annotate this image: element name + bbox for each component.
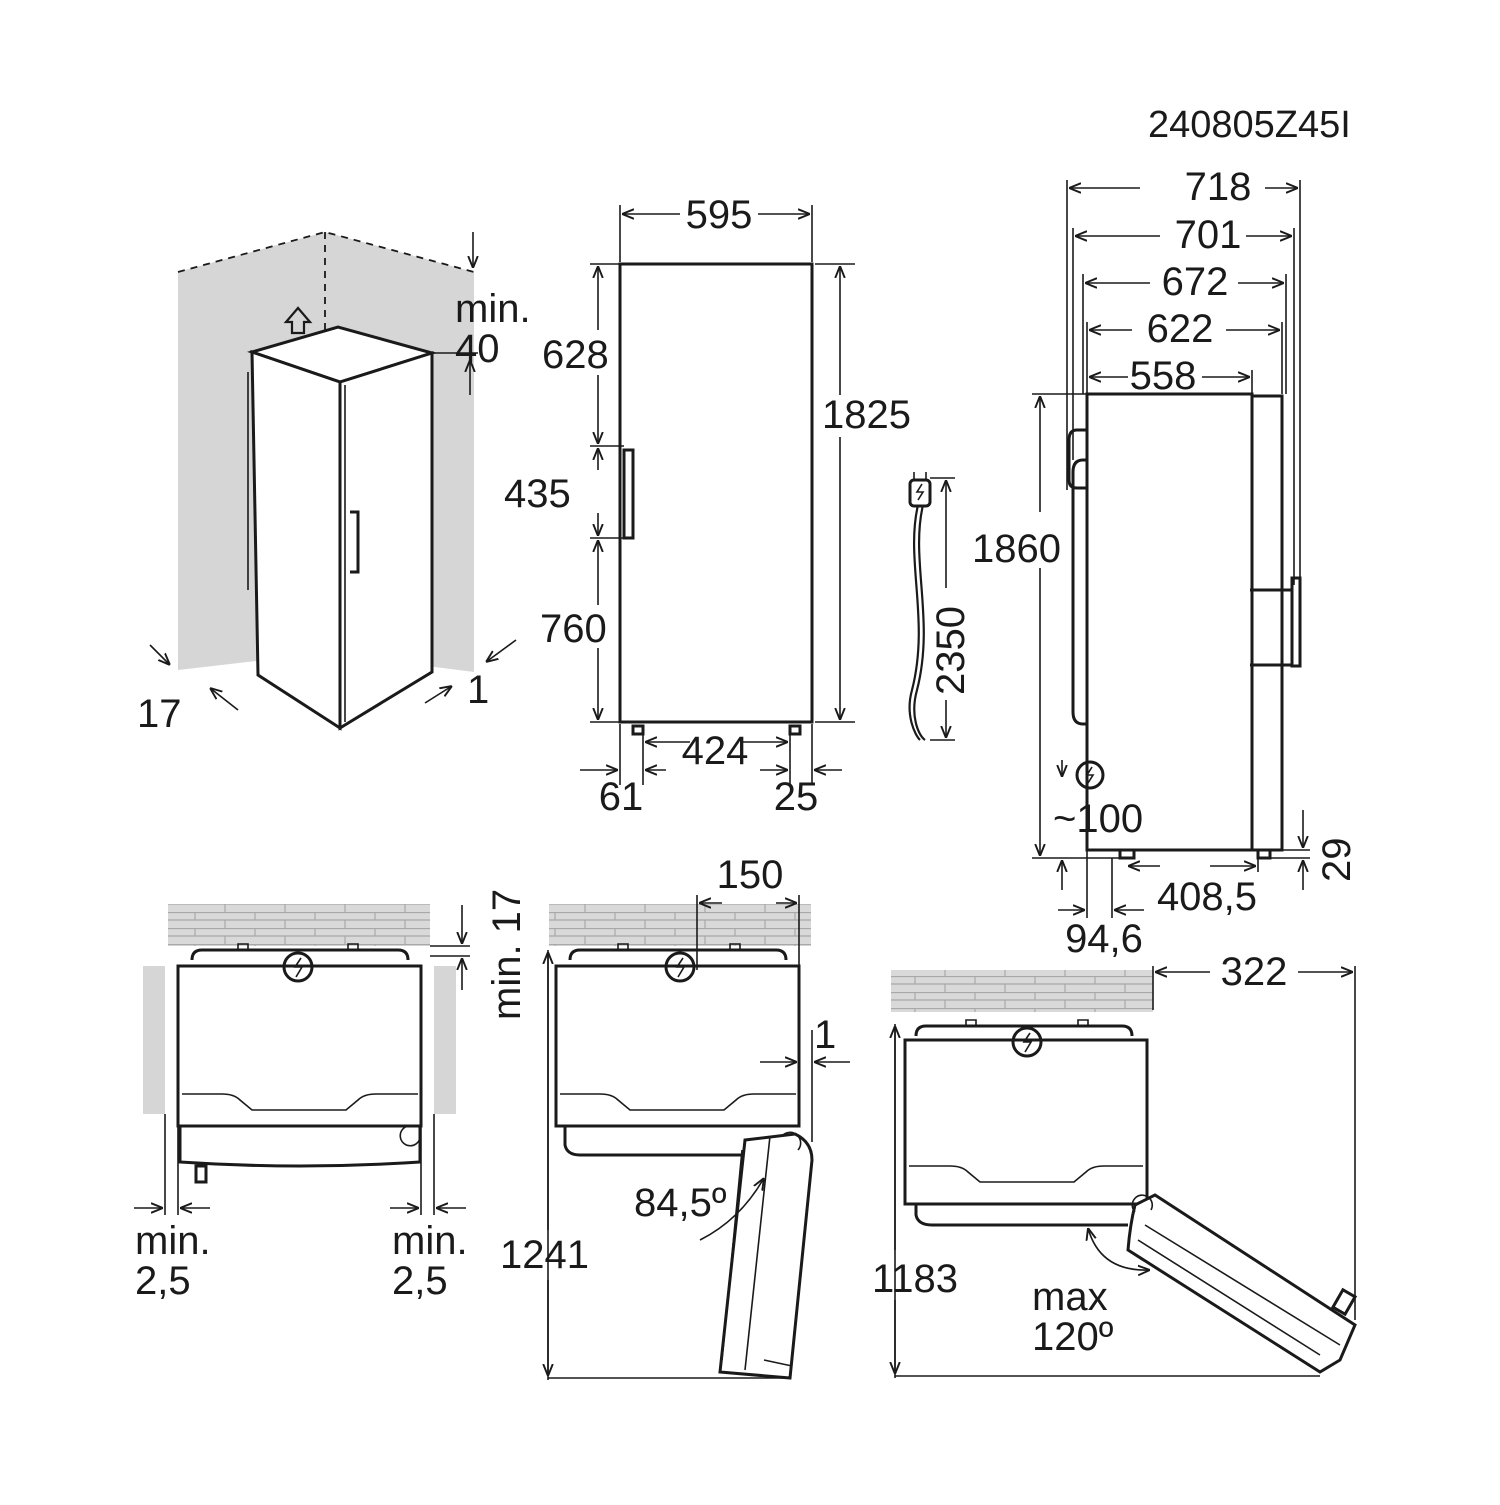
top-cabinet-3 (903, 1038, 1149, 1206)
label-door-angle: 84,5º (634, 1181, 727, 1225)
label-foot-depth: 408,5 (1157, 875, 1257, 919)
label-side-height: 1860 (972, 527, 1061, 571)
top-cabinet-1 (176, 964, 423, 1128)
label-depth-3: 672 (1162, 260, 1229, 304)
wall-bricks-3 (891, 970, 1153, 1012)
label-left-gap: min.2,5 (135, 1219, 211, 1303)
top-view-door-90: 84,5º 150 1 1241 (500, 853, 850, 1380)
wall-bricks-2 (549, 904, 811, 946)
label-front-foot-height: 29 (1315, 838, 1359, 883)
plug-icon (908, 478, 932, 508)
label-width-extra: 322 (1221, 950, 1288, 994)
label-side-gap-2: 1 (814, 1013, 836, 1057)
cabinet-side (338, 350, 434, 731)
top-cabinet-2 (554, 964, 801, 1128)
front-foot-right (788, 724, 802, 736)
front-handle (622, 448, 635, 540)
label-handle-height: 435 (504, 472, 571, 516)
label-side-gap-left: 17 (137, 692, 182, 736)
door-edge (247, 372, 346, 722)
product-code: 240805Z45I (1148, 104, 1351, 146)
wall-bricks-1 (168, 904, 430, 946)
side-door (1250, 394, 1284, 852)
label-depth-2: 701 (1175, 213, 1242, 257)
socket-icon-3 (1011, 1026, 1043, 1058)
top-view-clearance: min. 17 min.2,5 min.2,5 (134, 889, 529, 1303)
label-depth-5: 558 (1130, 354, 1197, 398)
label-depth-1: 718 (1185, 165, 1252, 209)
front-foot-left (631, 724, 645, 736)
label-rear-foot-offset: 94,6 (1065, 917, 1143, 961)
label-upper-section: 628 (542, 333, 609, 377)
side-condenser (1071, 458, 1087, 726)
label-width: 595 (686, 193, 753, 237)
label-depth-4: 622 (1147, 307, 1214, 351)
label-top-clearance: min.40 (455, 287, 531, 371)
side-wall-left (143, 966, 165, 1114)
socket-icon-2 (664, 951, 696, 983)
back-panel-2 (568, 948, 788, 961)
side-view: 718 701 672 622 558 1860 ~100 (972, 165, 1359, 961)
label-left-foot-offset: 61 (599, 775, 644, 819)
label-lower-section: 760 (540, 607, 607, 651)
cabinet-front (250, 349, 342, 731)
side-cabinet (1085, 392, 1254, 852)
front-view: 595 1825 628 435 760 424 61 25 (504, 193, 911, 819)
label-right-gap: min.2,5 (392, 1219, 468, 1303)
label-right-foot-offset: 25 (774, 775, 819, 819)
power-cable: 2350 (908, 472, 973, 741)
label-wall-gap: min. 17 (485, 889, 529, 1020)
label-socket-height: ~100 (1053, 797, 1143, 841)
label-door-overhang: 150 (717, 853, 784, 897)
lightning-icon (915, 483, 925, 501)
side-handle (1250, 588, 1294, 667)
back-panel-3 (914, 1024, 1134, 1037)
top-door-1 (178, 1124, 422, 1168)
label-total-depth-2: 1241 (500, 1233, 589, 1277)
label-feet-span: 424 (682, 729, 749, 773)
label-side-gap-right: 1 (467, 668, 489, 712)
label-height: 1825 (822, 393, 911, 437)
socket-icon-1 (282, 951, 314, 983)
vent-arrow-icon (283, 306, 313, 335)
front-cabinet (618, 262, 814, 724)
perspective-view: min.40 17 1 (137, 231, 531, 736)
label-cable-length: 2350 (929, 606, 973, 695)
socket-icon (1075, 760, 1105, 790)
label-total-depth-3: 1183 (872, 1257, 958, 1301)
cable-line (908, 504, 921, 741)
door-handle (350, 510, 360, 574)
side-wall-right (434, 966, 456, 1114)
back-panel-1 (190, 948, 410, 961)
